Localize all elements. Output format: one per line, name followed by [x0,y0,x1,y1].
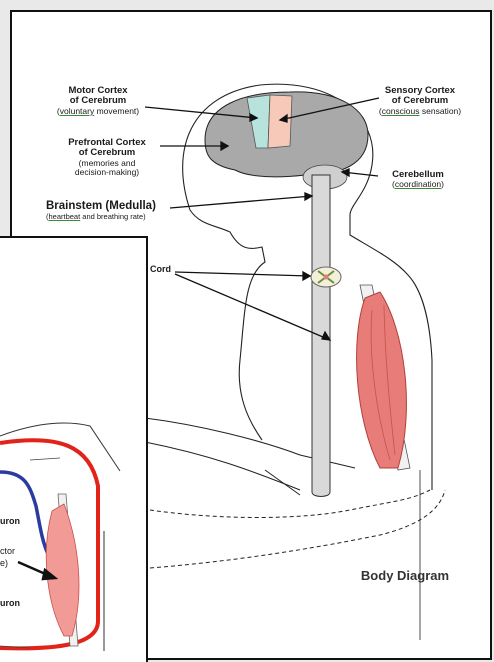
sensory-cortex-label: Sensory Cortex of Cerebrum (conscious se… [368,86,472,116]
sensory-cortex-sub-rest: sensation) [420,106,462,116]
dashed-outline-1 [150,490,430,518]
sensory-cortex-region [268,95,292,148]
neuron-label-2: uron [0,599,30,609]
spinal-cross-section-icon [311,267,341,287]
dashed-outline-2 [150,490,445,568]
sensory-cortex-sub-underlined: conscious [382,106,420,116]
prefrontal-cortex-label: Prefrontal Cortex of Cerebrum (memories … [52,138,162,178]
cerebellum-sub-close: ) [441,179,444,189]
effector-label-1: ctor [0,547,30,557]
brainstem-label: Brainstem (Medulla) (heartbeat and breat… [46,200,174,221]
nerve-line [0,472,48,554]
motor-cortex-sub-underlined: voluntary [60,106,95,116]
motor-cortex-sub-rest: movement) [94,106,139,116]
effector-muscle-icon [46,494,79,646]
torso-line [265,470,300,495]
cord-label-partial: Cord [150,265,180,275]
cerebellum-label: Cerebellum (coordination) [378,170,458,190]
brainstem-sub-underlined: heartbeat [49,212,81,221]
brainstem-sub-rest: and breathing rate) [80,212,145,221]
cerebellum-sub-underlined: coordination [395,179,441,189]
bicep-muscle-icon [357,285,410,470]
effector-label-2: e) [0,559,30,569]
body-diagram-title: Body Diagram [340,569,470,583]
prefrontal-cortex-sub-2: decision-making) [52,168,162,177]
neuron-label-1: uron [0,517,30,527]
motor-cortex-label: Motor Cortex of Cerebrum (voluntary move… [48,86,148,116]
